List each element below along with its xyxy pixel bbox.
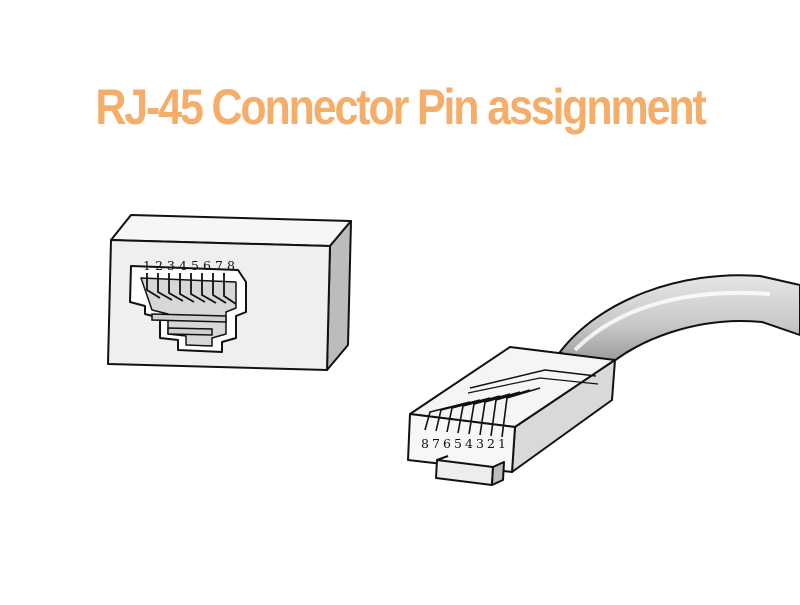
jack-contact-line	[157, 273, 173, 301]
cable	[558, 274, 800, 377]
rj45-jack	[107, 214, 352, 371]
plug-contact-line	[468, 393, 511, 435]
plug-front-face	[407, 413, 516, 473]
jack-contact-line	[146, 273, 161, 299]
plug-contact-line	[501, 387, 541, 438]
jack-contact-line	[223, 273, 237, 305]
jack-contact-line	[201, 273, 217, 304]
plug-contact-line	[490, 389, 531, 437]
jack-contacts	[146, 273, 237, 305]
rj45-plug	[407, 346, 616, 486]
diagram-title: RJ-45 Connector Pin assignment	[95, 79, 706, 135]
cable-body	[558, 274, 800, 377]
cable-highlight	[573, 290, 771, 352]
plug-contacts	[424, 387, 541, 438]
plug-latch	[467, 377, 599, 394]
plug-tab-side	[491, 461, 505, 486]
jack-step	[167, 327, 213, 336]
plug-contact-line	[457, 395, 501, 434]
jack-contact-line	[212, 273, 227, 304]
jack-step	[151, 313, 227, 323]
jack-inner-steps	[151, 313, 227, 336]
jack-contact-line	[179, 273, 195, 303]
plug-contact-line	[479, 391, 521, 436]
plug-latch	[469, 369, 597, 389]
jack-contact-line	[168, 273, 184, 302]
jack-contact-line	[190, 273, 206, 303]
